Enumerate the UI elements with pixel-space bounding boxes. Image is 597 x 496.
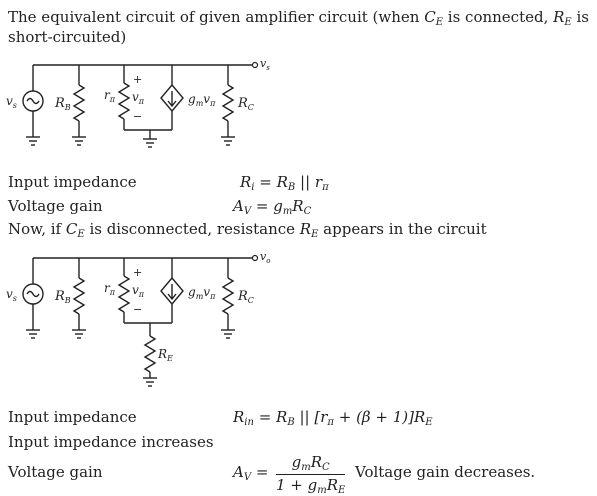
voltage-gain-decrease-note: Voltage gain decreases.: [355, 463, 536, 481]
intro-line-1: The equivalent circuit of given amplifie…: [8, 8, 589, 28]
rc-label: RC: [237, 289, 254, 305]
vout-label: vs: [260, 57, 270, 72]
rpi-label: rπ: [104, 281, 116, 297]
rb-resistor: [72, 277, 86, 315]
voltage-gain-label-2: Voltage gain: [8, 463, 103, 481]
input-impedance-label-2: Input impedance: [8, 408, 137, 426]
fraction-numerator: gmRC: [276, 453, 346, 475]
intro-line-2: short-circuited): [8, 28, 127, 46]
fraction-denominator: 1 + gmRE: [276, 476, 346, 496]
re-label: RE: [157, 347, 173, 363]
re-resistor: [143, 335, 157, 373]
voltage-gain-fraction: gmRC 1 + gmRE: [276, 453, 346, 496]
output-terminal: [251, 254, 259, 262]
input-impedance-formula-1: Ri = RB || rπ: [240, 173, 329, 193]
gm-vpi-label: gmvπ: [188, 92, 216, 108]
circuit-2-diagram: vs RB rπ + vπ − gmvπ RC RE vo: [6, 250, 270, 387]
ground-icon: [26, 136, 40, 146]
plus-label: +: [133, 73, 142, 86]
ground-icon: [72, 329, 86, 339]
voltage-gain-formula-1: AV = gmRC: [233, 197, 312, 217]
minus-label: −: [133, 303, 142, 316]
voltage-gain-label-1: Voltage gain: [8, 197, 103, 215]
rc-resistor: [221, 84, 235, 122]
ground-icon: [143, 138, 157, 148]
ac-source-wave-icon: [26, 97, 40, 105]
vs-label: vs: [6, 287, 17, 303]
vs-label: vs: [6, 94, 17, 110]
ground-icon: [221, 329, 235, 339]
ground-icon: [221, 136, 235, 146]
gm-vpi-label: gmvπ: [188, 285, 216, 301]
rpi-resistor: [117, 275, 131, 313]
middle-sentence: Now, if CE is disconnected, resistance R…: [8, 220, 487, 240]
ground-icon: [143, 377, 157, 387]
circuit-1-diagram: vs RB rπ + vπ − gmvπ RC vs: [6, 57, 270, 148]
output-terminal: [251, 61, 259, 69]
vpi-label: vπ: [132, 283, 145, 299]
minus-label: −: [133, 110, 142, 123]
plus-label: +: [133, 266, 142, 279]
rb-label: RB: [54, 289, 71, 305]
voltage-gain-lhs-2: AV =: [233, 463, 269, 483]
rpi-label: rπ: [104, 88, 116, 104]
rpi-resistor: [117, 82, 131, 120]
ac-source-wave-icon: [26, 290, 40, 298]
ground-icon: [72, 136, 86, 146]
vout-label: vo: [260, 250, 270, 265]
input-impedance-increase-note: Input impedance increases: [8, 433, 214, 451]
rb-resistor: [72, 84, 86, 122]
vpi-label: vπ: [132, 90, 145, 106]
rb-label: RB: [54, 96, 71, 112]
rc-label: RC: [237, 96, 254, 112]
rc-resistor: [221, 277, 235, 315]
input-impedance-label-1: Input impedance: [8, 173, 137, 191]
ground-icon: [26, 329, 40, 339]
input-impedance-formula-2: Rin = RB || [rπ + (β + 1)]RE: [233, 408, 433, 428]
